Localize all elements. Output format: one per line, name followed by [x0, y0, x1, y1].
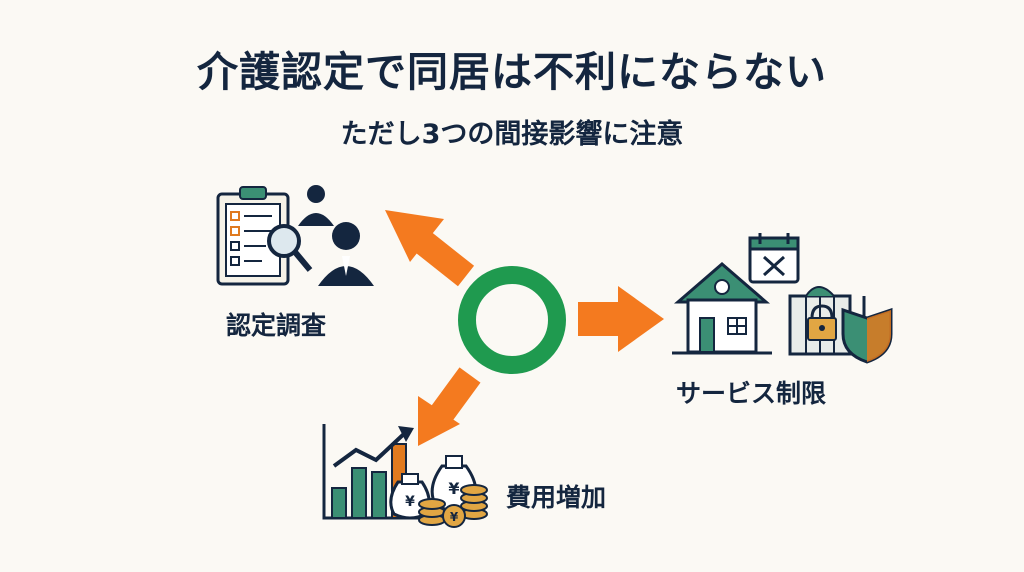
node-label-service: サービス制限 — [676, 379, 827, 408]
arrow-to-cost — [418, 367, 481, 446]
node-label-survey: 認定調査 — [226, 311, 327, 340]
chart-money-bags-icon: ¥ ¥ ¥ — [322, 424, 488, 528]
arrow-to-service — [578, 286, 664, 352]
svg-text:¥: ¥ — [450, 510, 459, 524]
house-calendar-lock-icon — [672, 233, 893, 364]
arrow-to-survey — [385, 210, 475, 287]
center-ok-circle — [458, 266, 566, 374]
node-label-cost: 費用増加 — [506, 483, 607, 512]
svg-text:¥: ¥ — [405, 494, 415, 510]
clipboard-inspector-icon — [216, 185, 374, 286]
page-title: 介護認定で同居は不利にならない — [197, 48, 827, 96]
svg-text:¥: ¥ — [448, 479, 459, 498]
page-subtitle: ただし3つの間接影響に注意 — [340, 119, 684, 150]
